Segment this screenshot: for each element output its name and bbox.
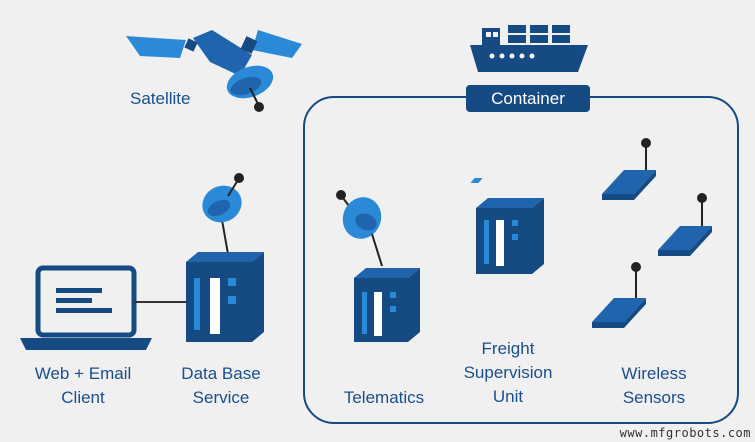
database-server-icon <box>186 173 264 342</box>
database-service-label: Data Base Service <box>181 364 261 407</box>
web-email-client-label: Web + Email Client <box>34 364 132 407</box>
container-label: Container <box>466 85 590 112</box>
freight-supervision-unit-label: Freight Supervision Unit <box>463 339 553 406</box>
telematics-icon <box>336 190 420 342</box>
wireless-sensors-label: Wireless Sensors <box>621 364 687 407</box>
telematics-label: Telematics <box>343 388 425 407</box>
wireless-sensor-icon-1 <box>470 138 656 200</box>
satellite-label: Satellite <box>130 89 191 108</box>
watermark-text: www.mfgrobots.com <box>619 426 751 440</box>
wireless-sensor-icon-2 <box>658 193 712 256</box>
laptop-icon <box>20 265 152 350</box>
satellite-icon <box>126 30 302 112</box>
wireless-sensor-icon-3 <box>592 262 646 328</box>
ship-icon <box>470 25 588 72</box>
freight-supervision-unit-icon <box>476 198 544 274</box>
